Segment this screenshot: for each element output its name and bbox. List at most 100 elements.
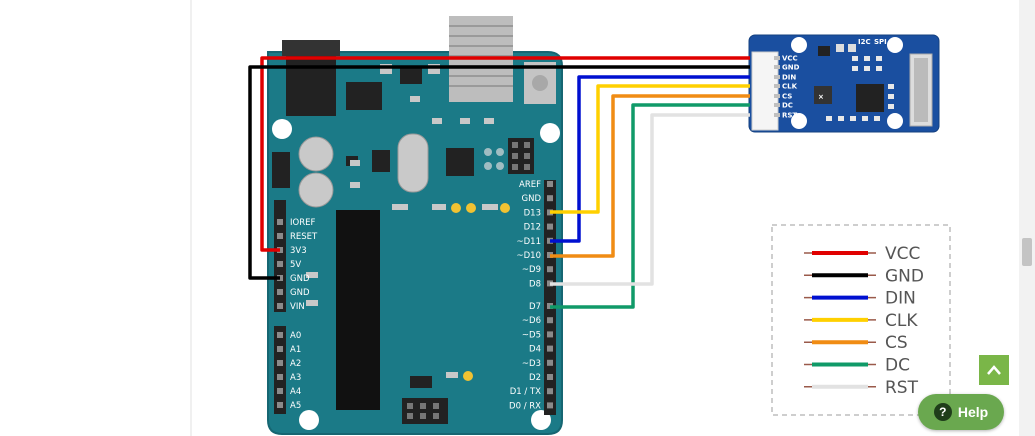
- header-pin: [277, 233, 283, 239]
- spi-label: SPI: [874, 38, 887, 46]
- header-pin: [277, 219, 283, 225]
- pin-label-a4: A4: [290, 387, 301, 397]
- pin-label-d3: ~D3: [522, 359, 541, 369]
- pin-label-ioref: IOREF: [290, 218, 315, 228]
- legend-label-rst: RST: [885, 378, 919, 398]
- header-pin: [547, 317, 553, 324]
- header-pin: [277, 332, 283, 338]
- module-pin-clk: CLK: [782, 83, 798, 91]
- header-pin: [547, 359, 553, 366]
- header-pin: [277, 346, 283, 352]
- wire-rst: [550, 113, 750, 286]
- pin-label-reset: RESET: [290, 232, 318, 242]
- i2c-label: I2C: [858, 38, 871, 46]
- usb-chip: [446, 148, 474, 176]
- mounting-hole: [540, 123, 560, 143]
- wires: [248, 56, 750, 309]
- capacitor: [298, 172, 334, 208]
- pin-label-a2: A2: [290, 359, 301, 369]
- header-pin: [547, 266, 553, 273]
- wire-clk: [550, 84, 750, 214]
- pin-label-a1: A1: [290, 345, 301, 355]
- pin-label-d4: D4: [529, 345, 541, 355]
- module-pin: [774, 56, 780, 60]
- scroll-to-top-button[interactable]: [979, 355, 1009, 385]
- analog-header: [274, 326, 286, 414]
- pin-label-d13: D13: [524, 208, 541, 218]
- module-pin-cs: CS: [782, 93, 792, 101]
- page-scrollbar[interactable]: [1019, 0, 1035, 436]
- header-pin: [547, 223, 553, 230]
- mounting-hole: [299, 410, 319, 430]
- wire-dc: [550, 103, 750, 309]
- header-pin: [277, 374, 283, 380]
- header-pin: [547, 402, 553, 409]
- scrollbar-thumb[interactable]: [1022, 238, 1032, 266]
- legend-label-din: DIN: [885, 289, 916, 309]
- pin-label-d2: D2: [529, 373, 541, 383]
- pin-label-d5: ~D5: [522, 330, 541, 340]
- module-pin: [774, 65, 780, 69]
- module-pin-din: DIN: [782, 74, 796, 82]
- pin-label-d6: ~D6: [522, 316, 541, 326]
- wire-vcc: [260, 56, 750, 252]
- pin-label-d1tx: D1 / TX: [510, 387, 541, 397]
- crystal: [397, 133, 429, 193]
- help-label: Help: [957, 404, 989, 420]
- header-pin: [277, 402, 283, 408]
- icsp-header-bottom: [402, 398, 448, 424]
- header-pin: [277, 388, 283, 394]
- svg-text:×: ×: [818, 93, 824, 101]
- driver-chip: [856, 84, 884, 112]
- pin-label-a0: A0: [290, 331, 301, 341]
- legend-label-gnd: GND: [885, 266, 924, 286]
- pin-label-vin: VIN: [290, 302, 305, 312]
- pin-label-3v3: 3V3: [290, 246, 307, 256]
- pin-label-d11: ~D11: [517, 237, 541, 247]
- module-pin: [774, 113, 780, 117]
- icsp-header: [508, 138, 534, 174]
- wire-din: [550, 75, 750, 243]
- header-pin: [547, 331, 553, 338]
- pin-label-d12: D12: [524, 223, 541, 233]
- pin-label-gnd: GND: [290, 288, 310, 298]
- capacitor: [298, 136, 334, 172]
- help-button[interactable]: ? Help: [918, 394, 1004, 430]
- header-pin: [277, 289, 283, 295]
- header-pin: [547, 181, 553, 187]
- pin-label-d9: ~D9: [522, 265, 541, 275]
- wire-gnd: [248, 65, 750, 280]
- header-pin: [277, 360, 283, 366]
- pin-label-d8: D8: [529, 279, 541, 289]
- digital-header-low: [544, 300, 556, 415]
- module-pin-dc: DC: [782, 102, 793, 110]
- wire-cs: [550, 94, 750, 258]
- module-pin: [774, 84, 780, 88]
- module-pin: [774, 75, 780, 79]
- pin-label-gnd: GND: [290, 274, 310, 284]
- legend-label-clk: CLK: [885, 311, 918, 331]
- pin-label-gnd: GND: [522, 194, 542, 204]
- header-pin: [277, 303, 283, 309]
- pin-label-d0rx: D0 / RX: [509, 401, 541, 411]
- arduino-board: AREFGNDD13D12~D11~D10~D9D8D7~D6~D5D4~D3D…: [267, 16, 563, 435]
- pin-label-aref: AREF: [519, 180, 541, 190]
- header-pin: [547, 374, 553, 380]
- module-pin-rst: RST: [782, 112, 797, 120]
- pin-label-5v: 5V: [290, 260, 301, 270]
- header-pin: [547, 195, 553, 202]
- header-pin: [547, 345, 553, 352]
- question-icon: ?: [933, 403, 952, 421]
- module-pin-gnd: GND: [782, 64, 800, 72]
- legend-label-dc: DC: [885, 356, 910, 376]
- module-pin: [774, 103, 780, 107]
- mounting-hole: [272, 119, 292, 139]
- pin-label-a5: A5: [290, 401, 301, 411]
- legend-label-cs: CS: [885, 333, 908, 353]
- pin-label-a3: A3: [290, 373, 301, 383]
- module-connector: [751, 51, 779, 131]
- header-pin: [547, 388, 553, 395]
